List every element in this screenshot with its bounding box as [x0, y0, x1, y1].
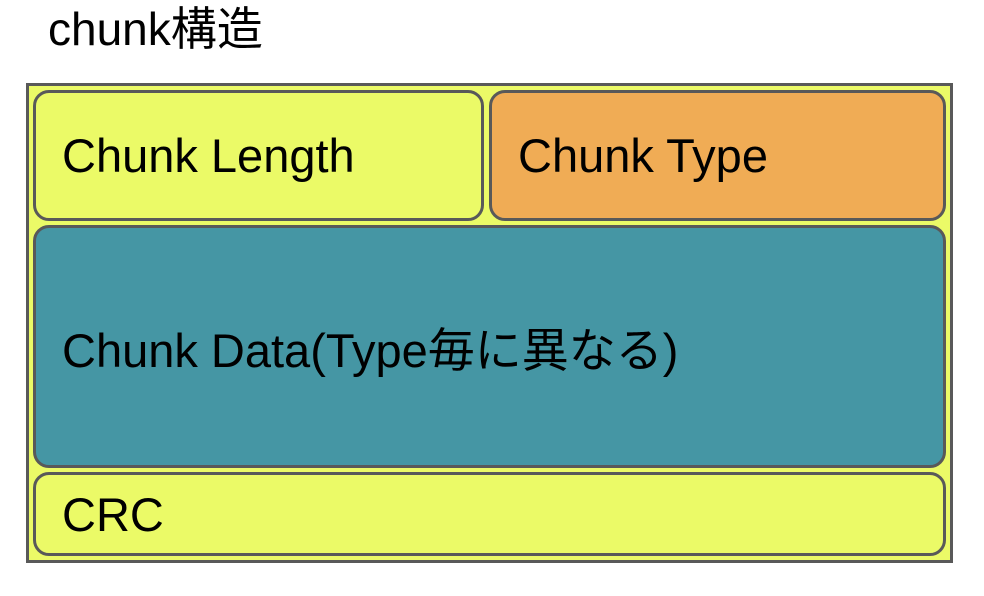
diagram-title: chunk構造 — [48, 3, 263, 55]
chunk-data-label: Chunk Data(Type毎に異なる) — [62, 324, 679, 377]
crc-label: CRC — [62, 487, 164, 541]
chunk-data-box: Chunk Data(Type毎に異なる) — [33, 225, 946, 468]
chunk-type-box: Chunk Type — [489, 90, 946, 221]
chunk-structure-container: Chunk Length Chunk Type Chunk Data(Type毎… — [26, 83, 953, 563]
chunk-length-label: Chunk Length — [62, 129, 355, 182]
crc-box: CRC — [33, 472, 946, 556]
chunk-length-box: Chunk Length — [33, 90, 484, 221]
chunk-header-row: Chunk Length Chunk Type — [33, 90, 946, 221]
chunk-type-label: Chunk Type — [518, 129, 768, 182]
